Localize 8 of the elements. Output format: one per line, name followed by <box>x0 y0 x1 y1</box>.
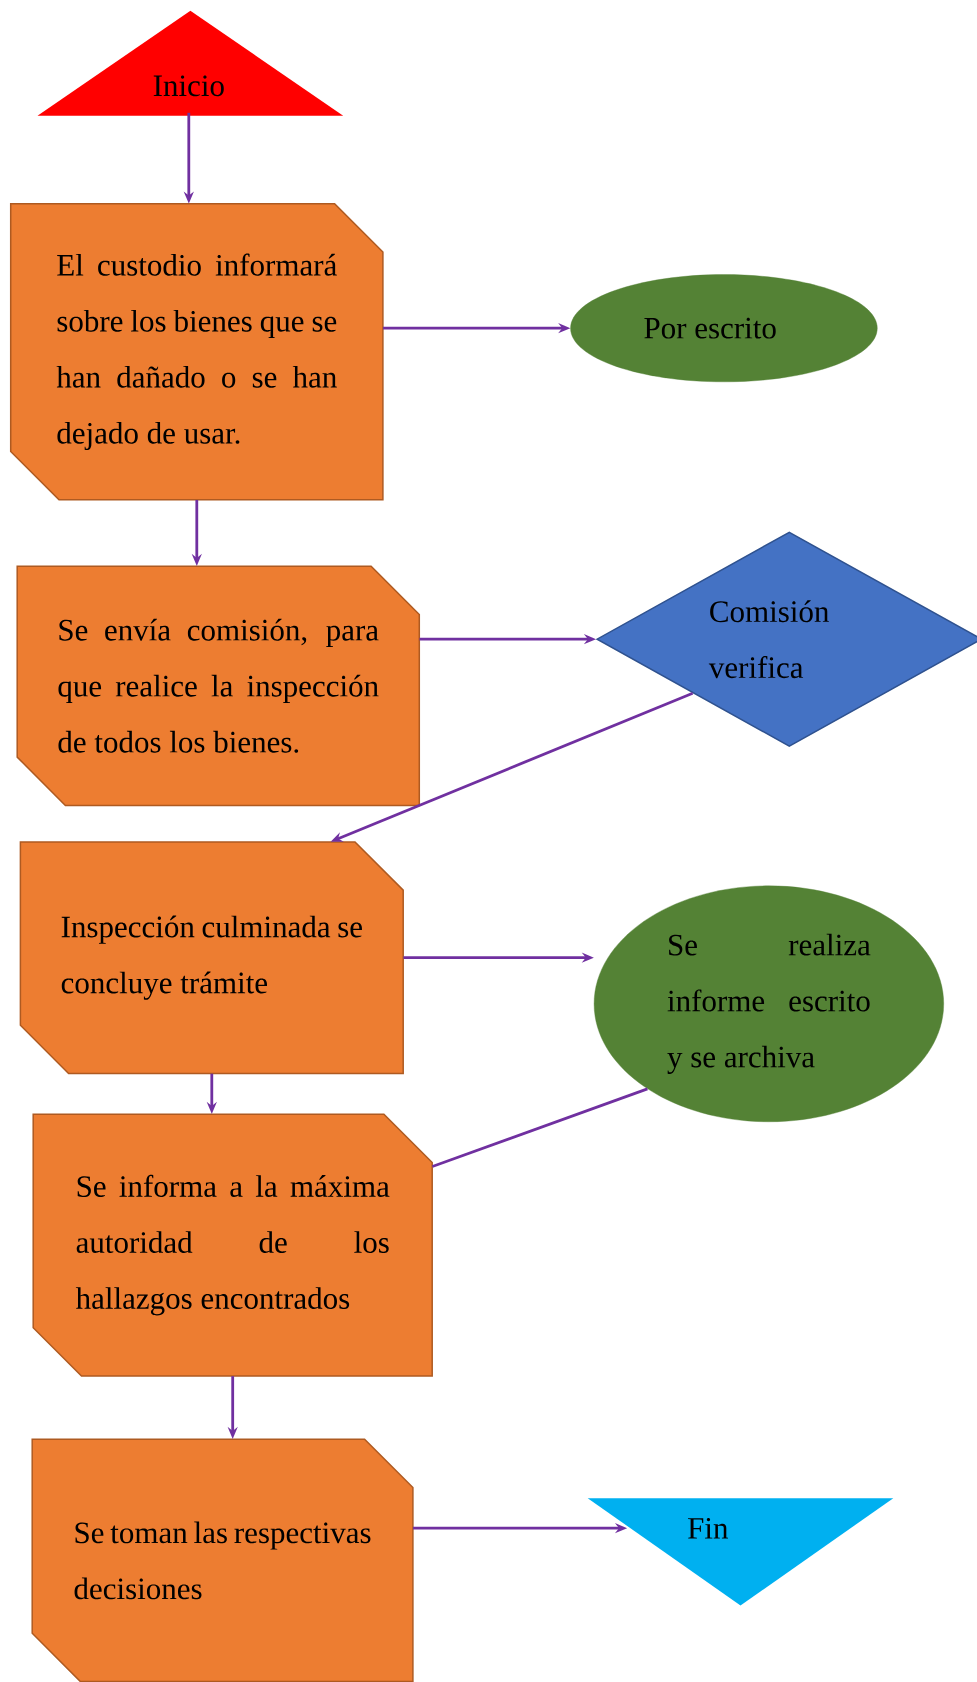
process-box: Inspección culminada se concluye trámite <box>19 841 404 1075</box>
process-box: Se toman las respectivas decisiones <box>31 1438 414 1682</box>
process-box: El custodio informará sobre los bienes que se han dañado o se han dejado de usar. <box>9 203 384 501</box>
process-box: Se envía comisión, para que realice la inspección de todos los bienes. <box>16 565 421 807</box>
start-triangle: Inicio <box>37 10 344 116</box>
end-triangle: Fin <box>587 1498 894 1606</box>
connector-line <box>431 1087 648 1168</box>
process-box: Se informa a la máxima autoridad de los hallazgos encontrados <box>32 1113 433 1377</box>
